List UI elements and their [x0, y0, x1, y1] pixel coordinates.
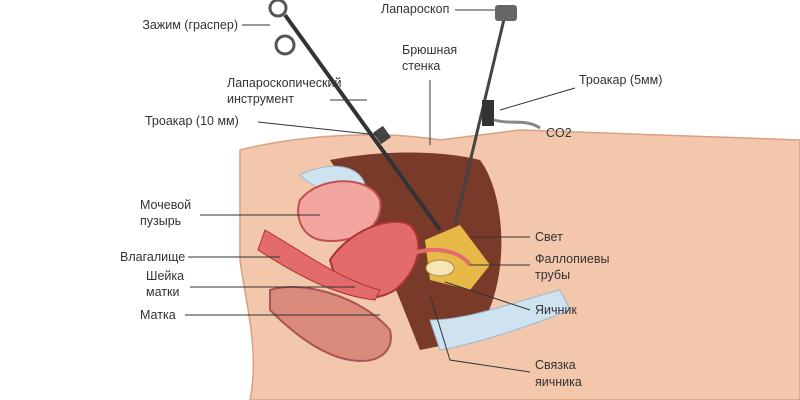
- tubes-label-1: Фаллопиевы: [535, 252, 610, 266]
- trocar-5mm-label: Троакар (5мм): [579, 73, 663, 87]
- bladder-label-1: Мочевой: [140, 198, 192, 212]
- grasper-handle-ring: [274, 34, 296, 56]
- light-label: Свет: [535, 230, 563, 244]
- vagina: [257, 229, 381, 301]
- instrument-label-1: Лапароскопический: [227, 76, 342, 90]
- grasper-label: Зажим (граспер): [142, 18, 238, 32]
- co2-label: CO2: [546, 126, 572, 140]
- ovary: [425, 259, 455, 277]
- laparoscope-label: Лапароскоп: [381, 2, 450, 16]
- ovary-label: Яичник: [535, 303, 577, 317]
- leader-lines: [185, 9, 576, 373]
- vagina-label: Влагалище: [120, 250, 186, 264]
- co2-tube: [493, 118, 541, 130]
- ligament-label-1: Связка: [535, 358, 576, 372]
- abdominal-wall-label-2: стенка: [402, 59, 441, 73]
- bladder-label-2: пузырь: [140, 214, 182, 228]
- rectum: [269, 286, 392, 362]
- fallopian-tube: [409, 247, 472, 267]
- tubes-label-2: трубы: [535, 268, 571, 282]
- abdominal-wall-label-1: Брюшная: [402, 43, 458, 57]
- uterus-label: Матка: [140, 308, 176, 322]
- cervix-label-2: матки: [146, 285, 180, 299]
- laparoscope-shaft: [453, 14, 507, 226]
- cervix-label-1: Шейка: [146, 269, 185, 283]
- trocar-5mm: [482, 100, 494, 126]
- grasper-handle-ring: [268, 0, 288, 18]
- trocar-10mm: [373, 125, 391, 145]
- ligament-label-2: яичника: [535, 375, 582, 389]
- trocar-10mm-label: Троакар (10 мм): [145, 114, 239, 128]
- spine: [429, 289, 571, 351]
- laparoscope-head: [495, 5, 517, 21]
- instrument-label-2: инструмент: [227, 92, 294, 106]
- grasper-shaft: [283, 13, 442, 232]
